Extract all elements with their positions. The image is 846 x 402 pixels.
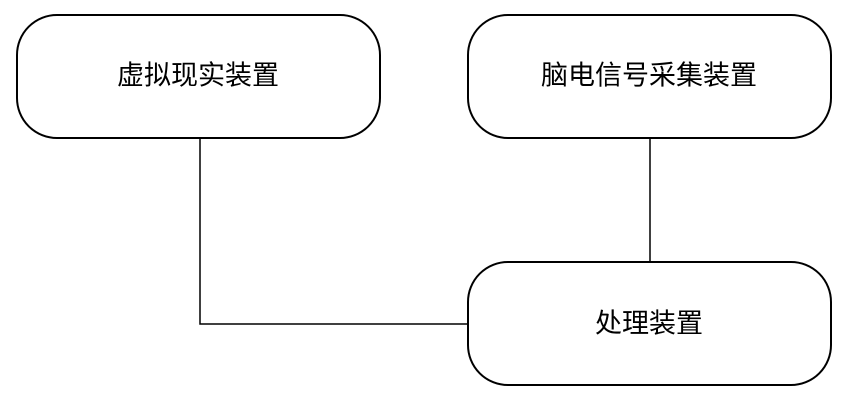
vr-device-node: 虚拟现实装置 xyxy=(17,15,380,138)
connector-vr-to-processing xyxy=(200,138,468,324)
processing-device-node: 处理装置 xyxy=(468,262,831,385)
eeg-device-label: 脑电信号采集装置 xyxy=(541,61,757,92)
processing-device-label: 处理装置 xyxy=(595,309,703,340)
eeg-device-node: 脑电信号采集装置 xyxy=(468,15,831,138)
vr-device-label: 虚拟现实装置 xyxy=(117,61,279,92)
